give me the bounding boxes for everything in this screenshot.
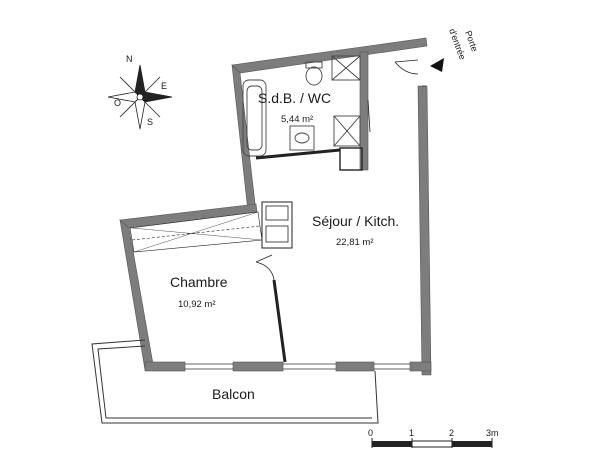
scale-bar: 0 1 2 3m (368, 428, 499, 448)
kitchen-counter (261, 201, 293, 249)
compass-s: S (147, 117, 153, 127)
toilet-icon (305, 66, 323, 86)
entry-door-arc (394, 61, 419, 75)
bathtub-icon (242, 79, 267, 157)
entrance-arrow-icon (430, 58, 444, 72)
wall-right (417, 85, 432, 376)
bath-door-arc (367, 99, 371, 133)
bathroom-fixtures (242, 55, 361, 157)
wall-bottom-1 (144, 361, 186, 372)
windows (185, 85, 426, 370)
room-balcon-name: Balcon (212, 386, 255, 402)
room-sdb-name: S.d.B. / WC (258, 90, 331, 106)
partition-bath-bottom (255, 148, 341, 160)
compass-star-icon (107, 64, 173, 130)
room-chambre-name: Chambre (170, 274, 228, 290)
compass-e: E (161, 81, 167, 91)
washing-machine-icon (333, 115, 361, 147)
wall-top (231, 37, 428, 74)
closet (339, 147, 363, 171)
bedroom-door-arc (255, 261, 275, 281)
entrance-label-line1: Porte (463, 29, 480, 53)
room-sejour-area: 22,81 m² (336, 237, 374, 248)
partition-bedroom (272, 279, 287, 363)
room-sdb-area: 5,44 m² (281, 114, 313, 125)
kitchen-hob-icon (265, 225, 289, 243)
scale-tick-1: 1 (409, 428, 414, 438)
wall-bottom-3 (335, 361, 375, 372)
wall-bottom-2 (232, 361, 284, 372)
compass-o: O (114, 98, 121, 108)
shower-icon (331, 55, 361, 81)
wall-bottom-4 (409, 361, 432, 372)
wall-bath-right (359, 51, 369, 171)
wall-bath-left (231, 64, 257, 213)
scale-tick-2: 2 (449, 428, 454, 438)
washbasin-icon (289, 125, 315, 151)
kitchen-sink-icon (265, 205, 289, 221)
compass-n: N (126, 54, 133, 64)
wall-bedroom-top (119, 203, 258, 229)
interior-lines (129, 59, 419, 363)
scale-tick-3: 3m (486, 428, 499, 438)
room-sejour-name: Séjour / Kitch. (312, 213, 399, 229)
room-chambre-area: 10,92 m² (178, 299, 216, 310)
balcony-outline (91, 339, 379, 424)
scale-tick-0: 0 (368, 428, 373, 438)
walls (119, 37, 432, 376)
compass-rose: N E S O (107, 54, 173, 130)
